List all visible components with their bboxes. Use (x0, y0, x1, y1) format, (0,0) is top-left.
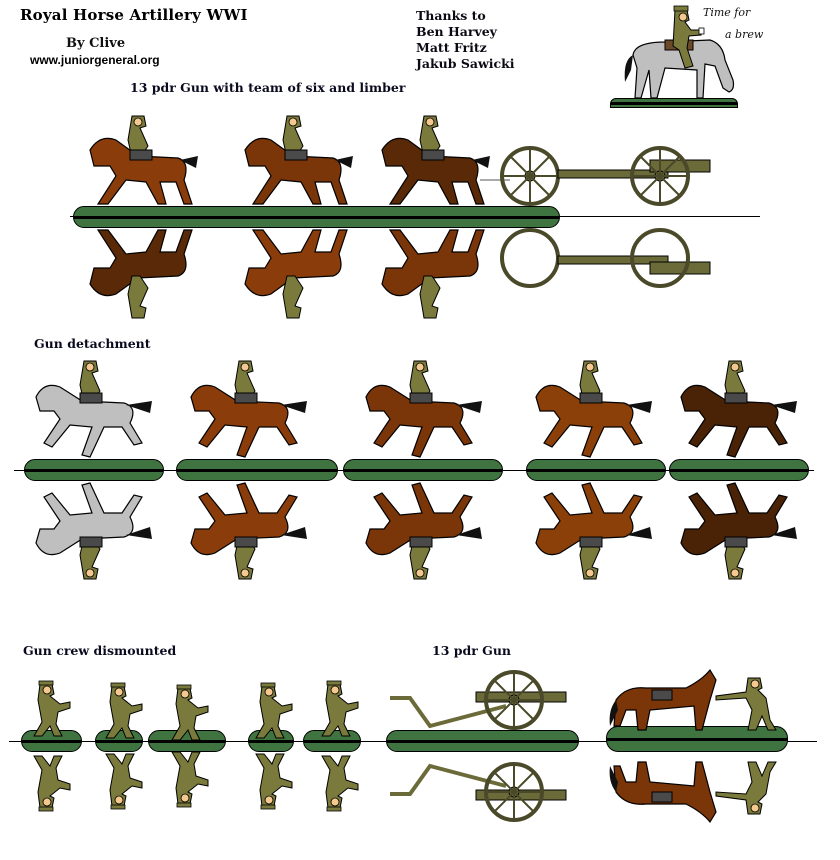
sheet-title: Royal Horse Artillery WWI (20, 6, 248, 24)
vignette-caption-line1: Time for (703, 6, 751, 19)
section-caption-gun-crew: Gun crew dismounted (23, 643, 177, 658)
figure-base (386, 730, 579, 752)
mirrored-team-icon (89, 228, 711, 319)
brew-vignette: Time for a brew (605, 0, 805, 110)
gun-team-strip (60, 100, 760, 330)
gun-detachment-strip (0, 355, 840, 595)
figure-base (73, 206, 560, 228)
section-caption-gun-detachment: Gun detachment (34, 336, 151, 351)
crew-and-gun-strip (0, 668, 840, 860)
thanks-name: Ben Harvey (416, 24, 497, 39)
website-link[interactable]: www.juniorgeneral.org (30, 53, 160, 67)
horse-holder-icon (608, 668, 777, 823)
thanks-block: Thanks to Ben Harvey Matt Fritz Jakub Sa… (416, 8, 515, 72)
thanks-heading: Thanks to (416, 8, 486, 23)
grey-horse-grazing-icon (624, 5, 735, 99)
author-byline: By Clive (66, 36, 126, 51)
figure-base (343, 459, 503, 481)
section-caption-13pdr-gun: 13 pdr Gun (432, 643, 512, 658)
figure-base (176, 459, 338, 481)
vignette-base (610, 98, 738, 108)
driver-on-bay-horse-icon (244, 115, 353, 205)
driver-on-dark-bay-horse-icon (381, 115, 490, 205)
figure-base (669, 459, 809, 481)
mounted-riders-icon (35, 360, 798, 458)
thanks-name: Jakub Sawicki (416, 56, 515, 71)
13pdr-gun-unlimbered-icon (388, 670, 568, 822)
section-caption-gun-team: 13 pdr Gun with team of six and limber (130, 80, 406, 95)
gun-crew-icon (33, 680, 359, 741)
driver-on-bay-horse-icon (89, 115, 198, 205)
figure-base (606, 726, 788, 752)
figure-base (526, 459, 666, 481)
figure-base (24, 459, 164, 481)
mirrored-riders-icon (35, 482, 798, 580)
vignette-caption-line2: a brew (725, 28, 764, 41)
limber-and-gun-icon (480, 146, 711, 206)
gun-crew-mirrored-icon (33, 751, 359, 812)
thanks-name: Matt Fritz (416, 40, 487, 55)
